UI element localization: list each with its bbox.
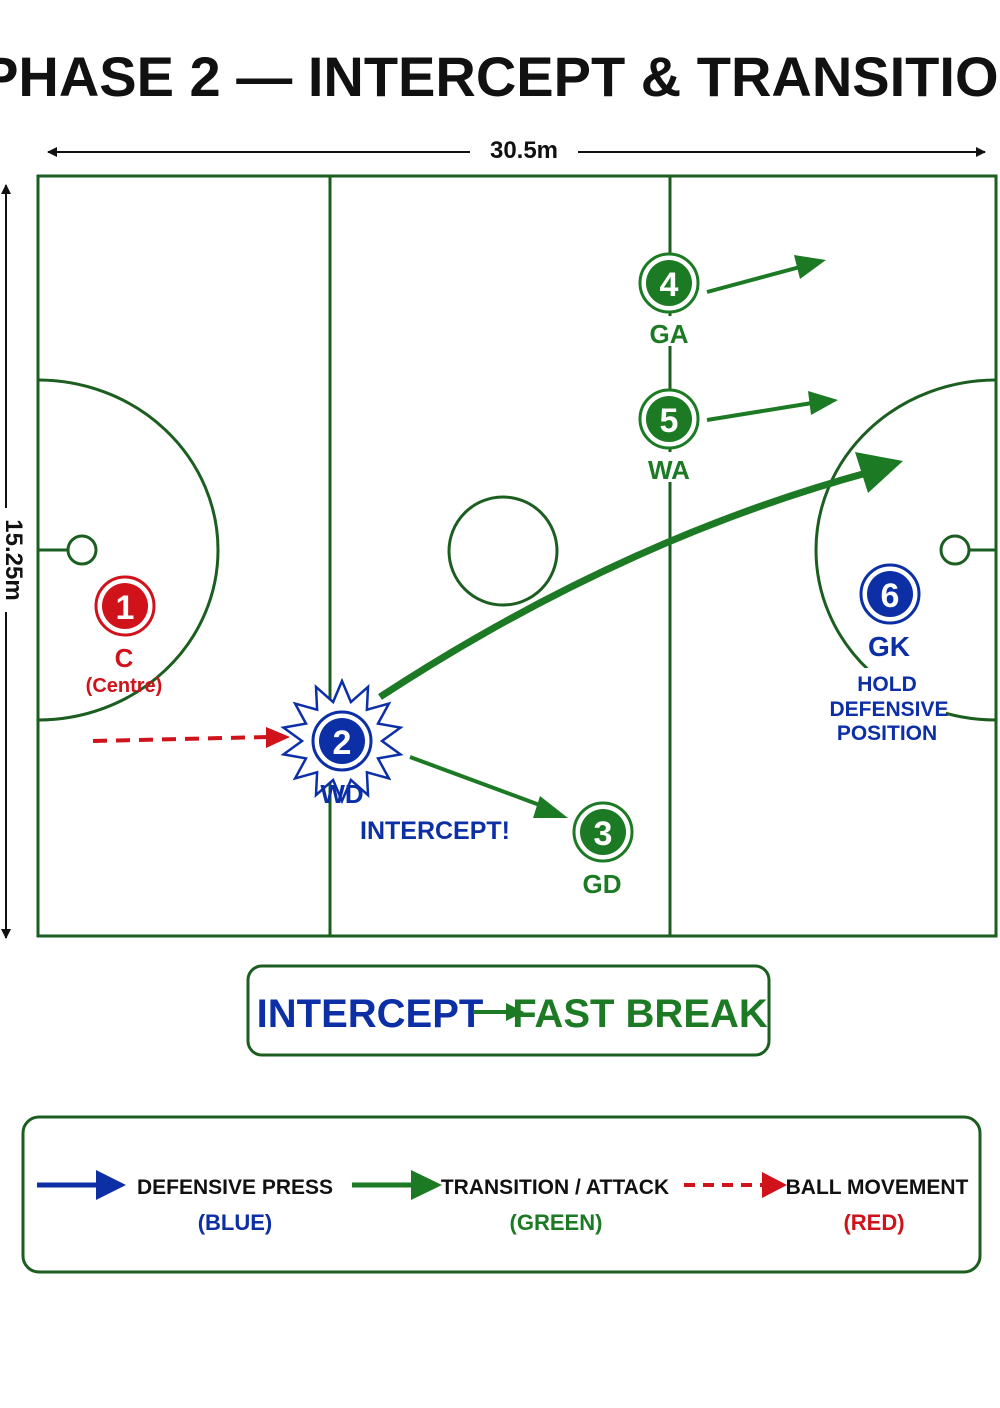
gk-note-line-2: DEFENSIVE [829, 698, 948, 721]
player-wing-defence: 2 WD INTERCEPT! [280, 677, 510, 845]
player-role: C [115, 643, 134, 673]
wa-run-arrow [706, 401, 813, 422]
gk-note-line-1: HOLD [857, 673, 917, 696]
player-role: GA [650, 319, 689, 349]
player-role: GD [583, 869, 622, 899]
banner-right: FAST BREAK [512, 992, 768, 1036]
legend: DEFENSIVE PRESS (BLUE) TRANSITION / ATTA… [21, 1115, 982, 1274]
width-label: 30.5m [490, 137, 558, 164]
height-dimension: 15.25m [0, 184, 27, 939]
legend-item-defensive-press: DEFENSIVE PRESS (BLUE) [37, 1170, 333, 1235]
banner-left: INTERCEPT [257, 992, 484, 1036]
player-wing-attack: 5 WA [638, 388, 700, 485]
goal-post-left [66, 534, 98, 566]
width-dimension: 30.5m [47, 137, 986, 164]
player-goal-keeper: 6 GK HOLD DEFENSIVE POSITION [829, 563, 949, 746]
legend-sub: (GREEN) [510, 1210, 603, 1235]
height-label: 15.25m [0, 519, 27, 600]
player-number: 3 [594, 815, 613, 853]
ga-run-arrow [706, 265, 801, 294]
legend-label: DEFENSIVE PRESS [137, 1176, 333, 1199]
player-number: 1 [116, 589, 135, 627]
player-number: 5 [660, 402, 679, 440]
player-number: 6 [881, 577, 900, 615]
player-number: 2 [333, 724, 352, 762]
player-role: WA [648, 455, 690, 485]
goal-circle-left [37, 378, 220, 722]
legend-label: BALL MOVEMENT [786, 1176, 969, 1199]
ball-movement-arrowhead [266, 727, 290, 748]
page-title: PHASE 2 — INTERCEPT & TRANSITION [0, 45, 1000, 108]
centre-circle [447, 495, 559, 607]
legend-sub: (RED) [843, 1210, 904, 1235]
player-centre: 1 C (Centre) [86, 575, 163, 697]
fast-break-arrow [378, 468, 871, 700]
player-goal-defence: 3 GD [572, 801, 634, 899]
movement-arrows [92, 255, 903, 818]
player-number: 4 [660, 266, 679, 304]
player-role: GK [868, 631, 910, 662]
wa-run-arrowhead [808, 391, 838, 415]
pass-to-gd-arrow [409, 755, 546, 809]
goal-post-right [939, 534, 971, 566]
netball-court [36, 174, 998, 938]
intercept-note: INTERCEPT! [360, 817, 510, 845]
court-boundary [36, 174, 998, 938]
legend-item-transition: TRANSITION / ATTACK (GREEN) [352, 1170, 669, 1235]
legend-item-ball-movement: BALL MOVEMENT (RED) [684, 1172, 969, 1235]
fast-break-arrowhead [855, 452, 903, 493]
ga-run-arrowhead [794, 255, 826, 279]
player-role: WD [320, 779, 363, 809]
summary-banner: INTERCEPT FAST BREAK [246, 964, 771, 1057]
legend-label: TRANSITION / ATTACK [441, 1176, 669, 1199]
legend-sub: (BLUE) [198, 1210, 273, 1235]
pass-to-gd-arrowhead [533, 796, 568, 818]
gk-note-line-3: POSITION [837, 722, 937, 745]
player-goal-attack: 4 GA [638, 252, 700, 349]
player-role-sub: (Centre) [86, 675, 163, 697]
ball-movement-arrow [92, 735, 269, 743]
